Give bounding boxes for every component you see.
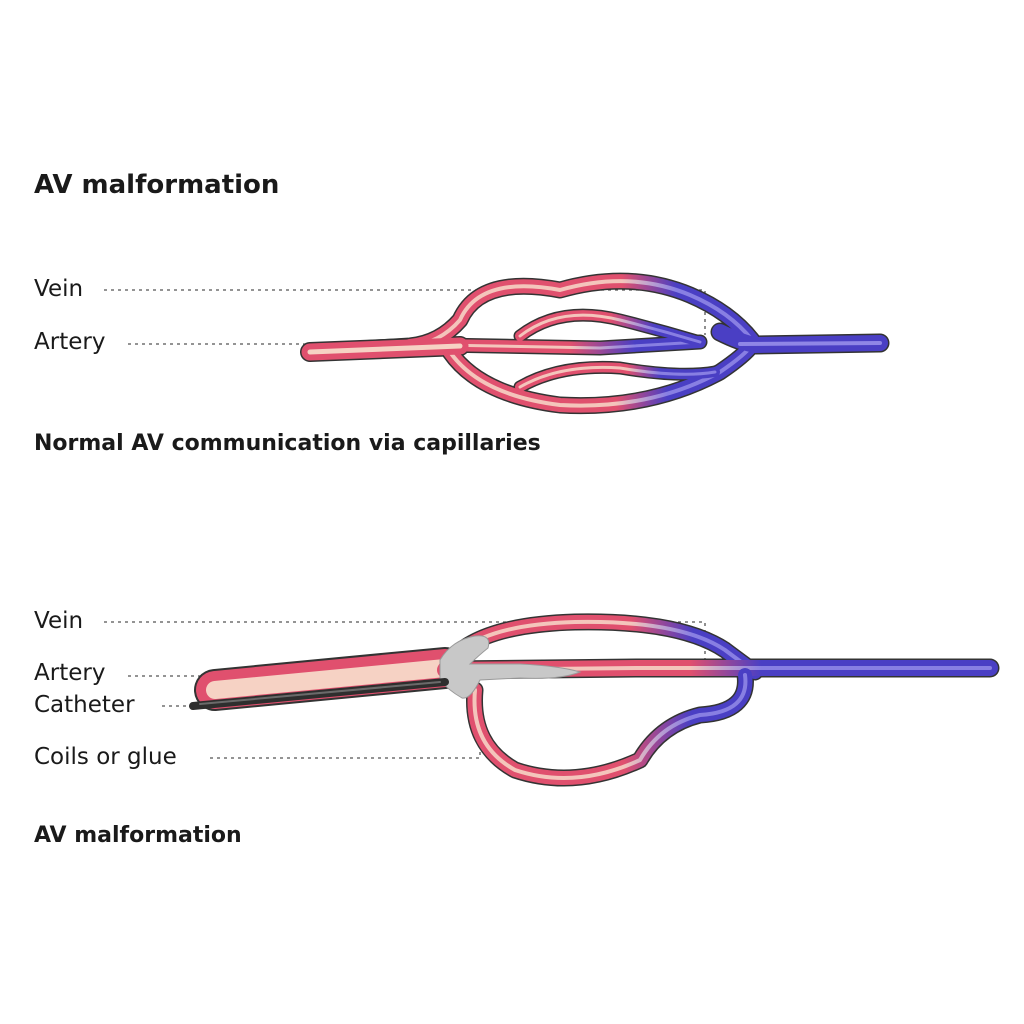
figure-title: AV malformation [34, 170, 280, 200]
avm-caption: AV malformation [34, 823, 242, 848]
avm-vein-label: Vein [34, 608, 84, 634]
normal-vein-label: Vein [34, 276, 84, 302]
normal-vessel-network [104, 272, 890, 415]
avm-catheter-label: Catheter [34, 692, 135, 718]
avm-vessel-network [104, 613, 1000, 787]
avm-coils-label: Coils or glue [34, 744, 177, 770]
normal-caption: Normal AV communication via capillaries [34, 431, 541, 456]
normal-artery-label: Artery [34, 329, 106, 355]
avm-artery-label: Artery [34, 660, 106, 686]
normal-vein-leader [104, 289, 706, 335]
embolic-material [439, 635, 582, 699]
avm-vein-leader [104, 621, 706, 676]
